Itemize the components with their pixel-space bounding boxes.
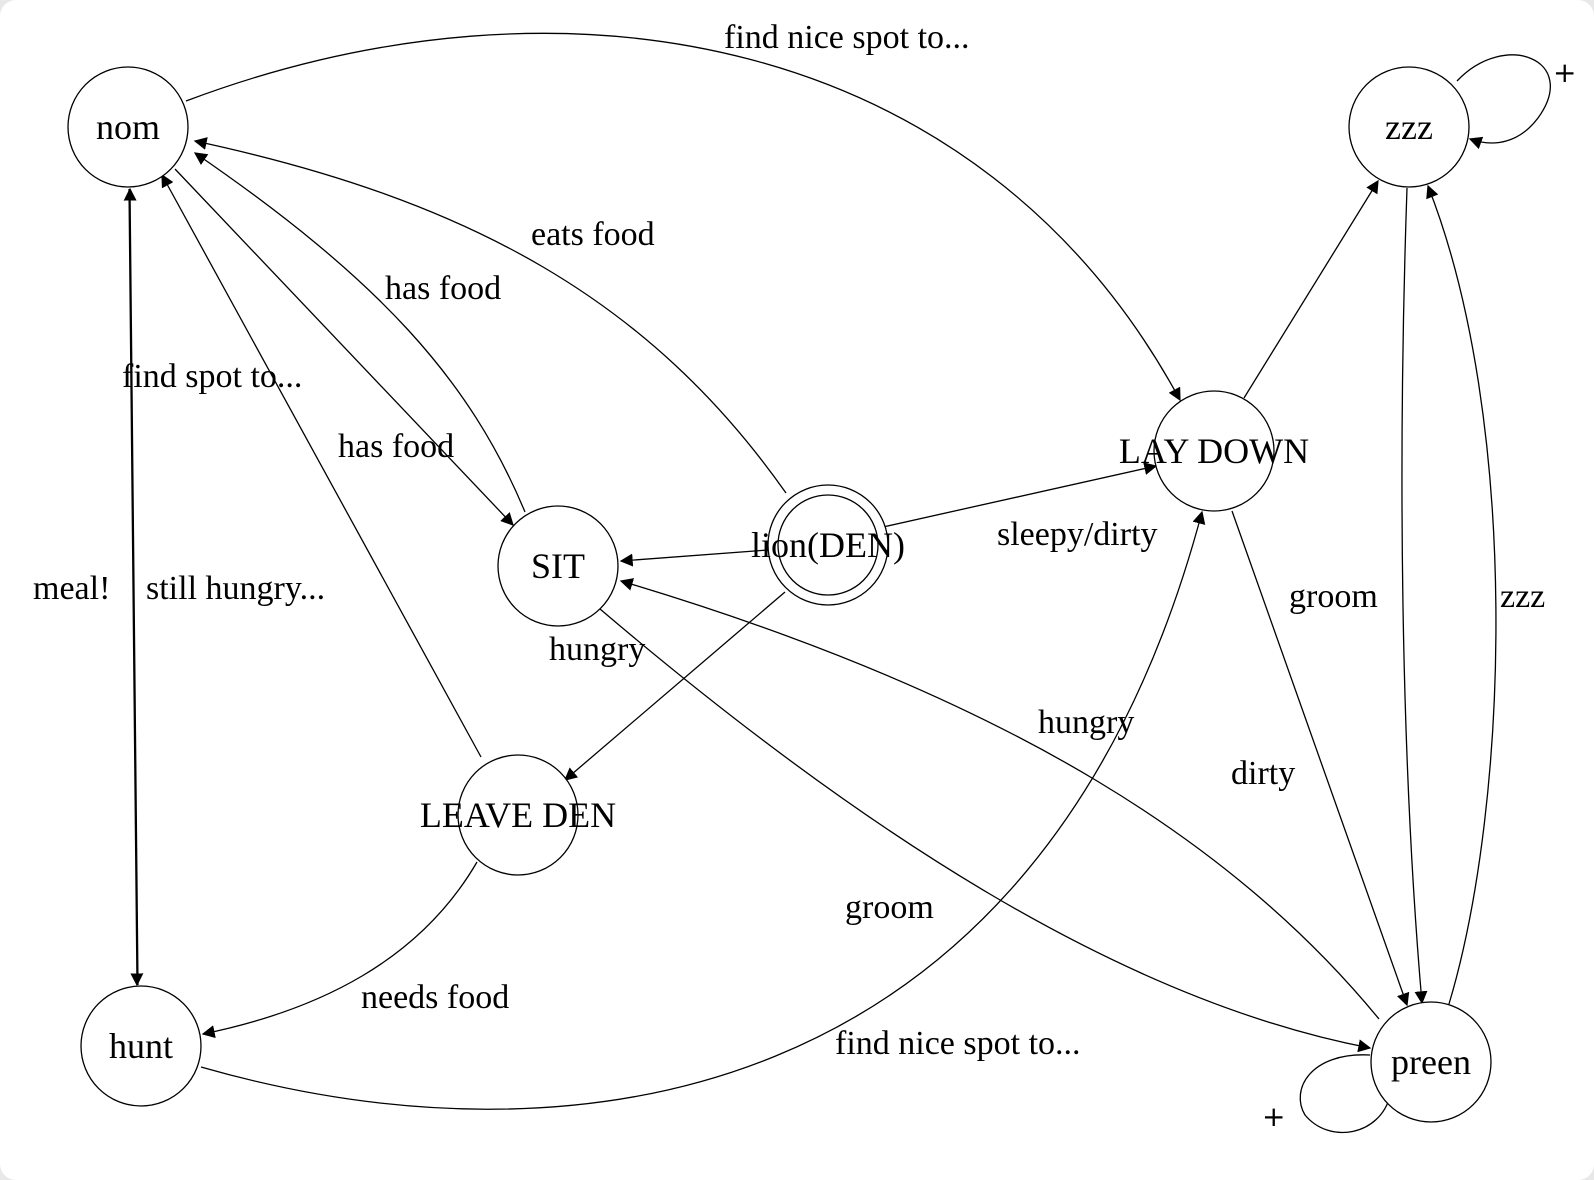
node-hunt-circle xyxy=(80,985,202,1107)
node-lion-den-label: lion(DEN) xyxy=(751,525,905,565)
label-lion-den-to-lay-down: sleepy/dirty xyxy=(997,516,1158,553)
label-sit-to-nom: has food xyxy=(385,270,501,307)
node-lay-down-circle xyxy=(1153,390,1275,512)
node-hunt-label: hunt xyxy=(109,1026,173,1066)
edge-lion-den-to-leave-den[interactable] xyxy=(564,591,786,781)
edge-zzz-to-preen[interactable] xyxy=(1401,187,1428,1005)
edge-zzz-self-loop[interactable] xyxy=(1456,54,1551,150)
node-nom-circle xyxy=(67,66,189,188)
node-hunt[interactable]: hunt xyxy=(80,985,202,1107)
node-zzz-circle xyxy=(1348,66,1470,188)
node-preen-label: preen xyxy=(1391,1042,1471,1082)
node-preen[interactable]: preen xyxy=(1370,1001,1492,1123)
edge-leave-den-to-nom[interactable] xyxy=(161,173,482,758)
label-zzz-self-loop: + xyxy=(1553,56,1576,89)
node-preen-circle xyxy=(1370,1001,1492,1123)
node-lion-den-inner-circle xyxy=(777,494,879,596)
label-nom-to-hunt: still hungry... xyxy=(146,570,325,607)
label-leave-den-to-nom: has food xyxy=(338,428,454,465)
edge-nom-to-hunt[interactable] xyxy=(128,188,144,987)
edge-preen-to-sit[interactable] xyxy=(619,578,1380,1020)
edge-leave-den-to-hunt[interactable] xyxy=(201,861,478,1039)
edge-hunt-to-nom[interactable] xyxy=(123,187,139,986)
node-zzz-label: zzz xyxy=(1385,107,1433,147)
nodes: nom zzz LAY DOWN SIT lion(DEN) LEAVE DEN… xyxy=(67,66,1492,1123)
node-nom-label: nom xyxy=(96,107,160,147)
edge-lion-den-to-sit[interactable] xyxy=(619,549,769,567)
label-hunt-to-lay-down: find nice spot to... xyxy=(835,1025,1081,1062)
label-preen-to-zzz: zzz xyxy=(1500,578,1545,615)
node-sit[interactable]: SIT xyxy=(497,505,619,627)
node-lay-down[interactable]: LAY DOWN xyxy=(1119,390,1309,512)
label-nom-to-sit: find spot to... xyxy=(122,358,302,395)
node-leave-den-label: LEAVE DEN xyxy=(420,795,616,835)
edge-lion-den-to-nom[interactable] xyxy=(193,137,787,494)
edge-preen-self-loop[interactable] xyxy=(1299,1054,1391,1134)
label-lion-den-to-leave-den: hungry xyxy=(549,631,645,668)
label-hunt-to-nom: meal! xyxy=(33,570,110,607)
label-lay-down-to-preen: dirty xyxy=(1231,755,1295,792)
edge-preen-to-zzz[interactable] xyxy=(1426,184,1497,1005)
edge-lay-down-to-preen[interactable] xyxy=(1231,510,1410,1007)
node-leave-den-circle xyxy=(457,754,579,876)
edge-hunt-to-lay-down[interactable] xyxy=(200,510,1206,1110)
label-zzz-to-preen: groom xyxy=(1289,578,1378,615)
label-preen-to-sit: hungry xyxy=(1038,704,1134,741)
label-leave-den-to-hunt: needs food xyxy=(361,979,509,1016)
edge-sit-to-nom[interactable] xyxy=(193,152,526,513)
node-leave-den[interactable]: LEAVE DEN xyxy=(420,754,616,876)
node-nom[interactable]: nom xyxy=(67,66,189,188)
node-lion-den[interactable]: lion(DEN) xyxy=(751,484,905,606)
node-sit-circle xyxy=(497,505,619,627)
node-sit-label: SIT xyxy=(531,546,585,586)
label-preen-self-loop: + xyxy=(1262,1100,1285,1133)
edge-sit-to-preen[interactable] xyxy=(599,608,1372,1053)
edge-nom-to-sit[interactable] xyxy=(174,168,514,526)
edge-lion-den-to-lay-down[interactable] xyxy=(882,462,1158,528)
label-lion-den-to-nom: eats food xyxy=(531,216,655,253)
label-sit-to-preen: groom xyxy=(845,889,934,926)
edge-nom-to-lay-down[interactable] xyxy=(185,32,1181,402)
edges xyxy=(123,32,1551,1134)
label-nom-to-lay-down: find nice spot to... xyxy=(724,19,970,56)
edge-labels: find nice spot to... eats food has food … xyxy=(33,19,1576,1133)
edge-lay-down-to-zzz[interactable] xyxy=(1243,179,1379,399)
node-zzz[interactable]: zzz xyxy=(1348,66,1470,188)
node-lay-down-label: LAY DOWN xyxy=(1119,431,1309,471)
